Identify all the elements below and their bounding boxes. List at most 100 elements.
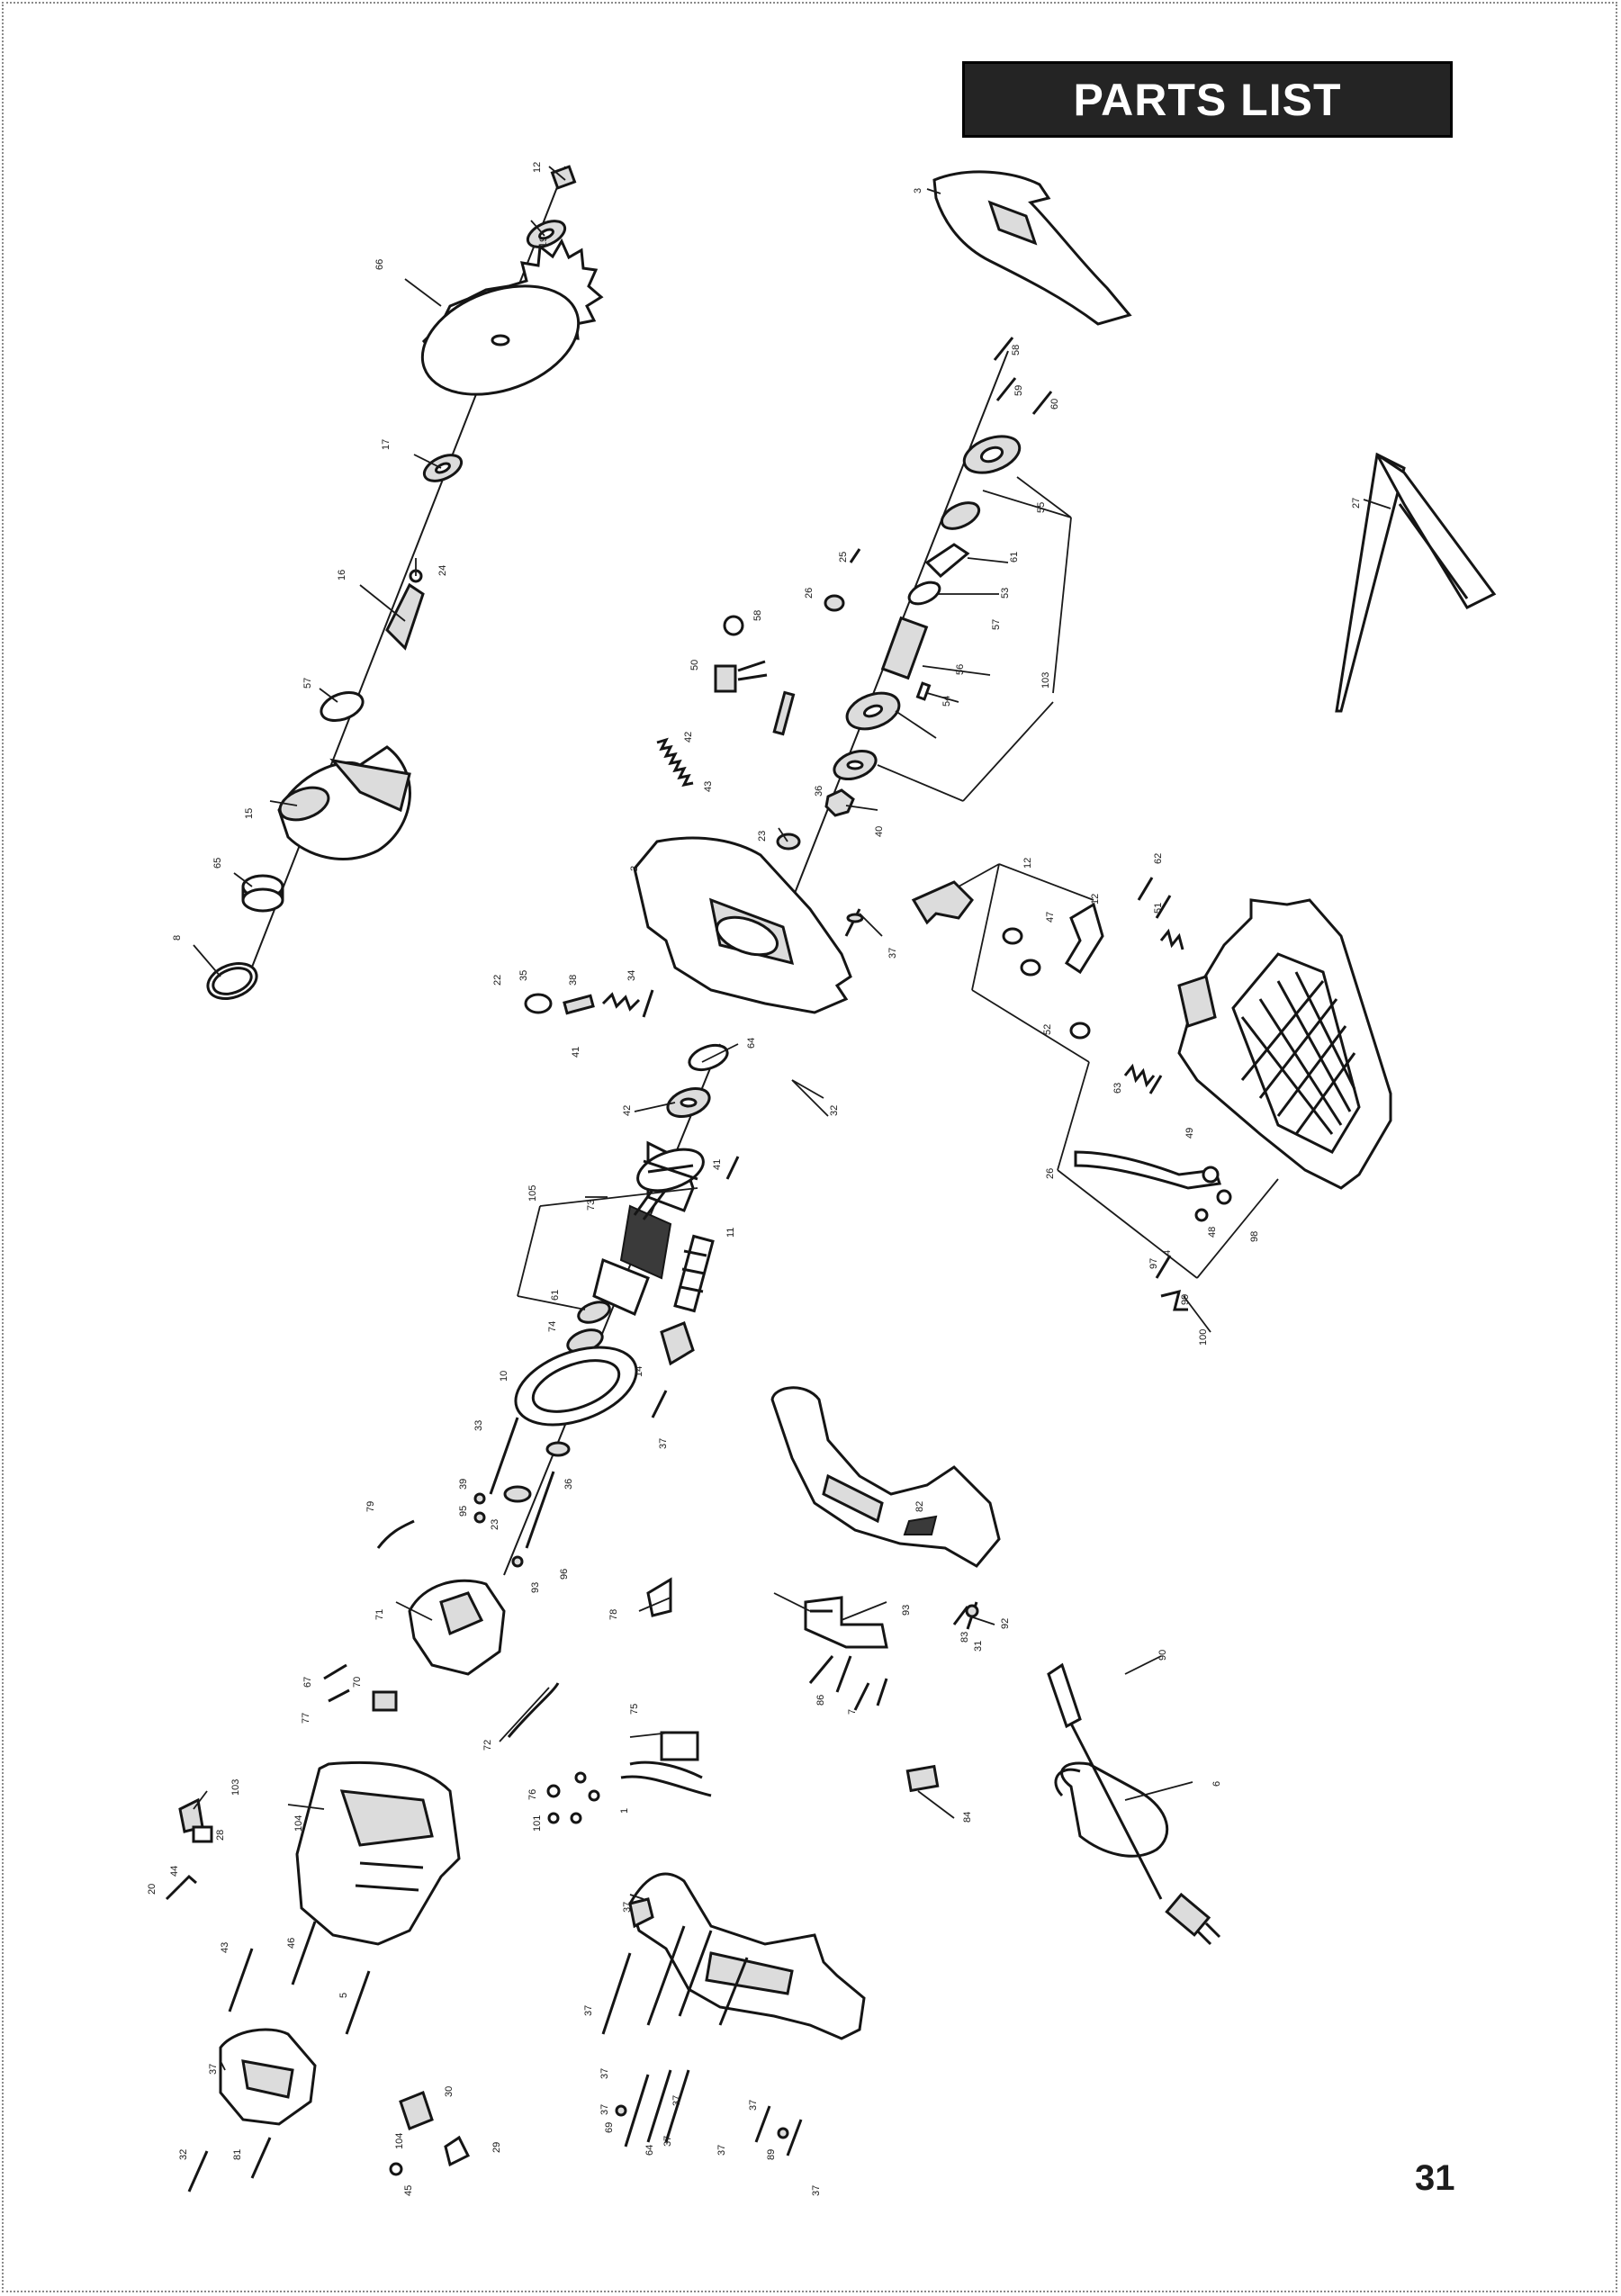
field-wire — [376, 1519, 415, 1549]
gear-housing — [633, 836, 852, 1014]
cord-clamp-96 — [646, 1577, 672, 1617]
callout-label: 48 — [1207, 1227, 1218, 1238]
callout-label: 99 — [1180, 1294, 1191, 1305]
switch-assembly — [620, 1731, 712, 1797]
housing-screw-25 — [824, 548, 861, 612]
terminal-parts — [546, 1771, 600, 1824]
field-washers — [473, 1492, 524, 1568]
callout-label: 5 — [338, 1993, 349, 1998]
callout-label: 15 — [244, 808, 255, 819]
power-cord — [1047, 1662, 1221, 1946]
callout-label: 64 — [746, 1038, 757, 1049]
callout-label: 78 — [608, 1609, 619, 1620]
callout-label: 37 — [583, 2005, 594, 2016]
callout-label: 26 — [1045, 1168, 1056, 1179]
top-screws — [993, 337, 1053, 415]
callout-label: 32 — [829, 1105, 840, 1116]
callout-label: 54 — [941, 696, 952, 707]
callout-label: 101 — [532, 1815, 543, 1832]
title-banner: PARTS LIST — [962, 61, 1453, 138]
carbon-brushes — [323, 1663, 398, 1712]
callout-label: 26 — [804, 588, 815, 599]
callout-label: 72 — [482, 1740, 493, 1751]
callout-label: 37 — [811, 2185, 822, 2196]
shoe-base — [628, 1872, 866, 2040]
bevel-bracket — [1002, 902, 1104, 1040]
callout-label: 58 — [1011, 345, 1022, 356]
handle-screws — [952, 1601, 979, 1630]
bevel-springs — [1123, 1063, 1163, 1094]
callout-label: 37 — [748, 2100, 759, 2111]
lower-guard — [277, 745, 411, 860]
callout-label: 37 — [716, 2145, 727, 2156]
callout-label: 12 — [1022, 858, 1033, 869]
base-screws — [601, 1925, 803, 2156]
main-handle — [770, 1386, 1001, 1568]
callout-label: 41 — [571, 1047, 581, 1058]
callout-label: 93 — [530, 1582, 541, 1593]
guard-spring — [206, 962, 258, 1000]
callout-label: 51 — [1153, 903, 1164, 914]
upper-blade-guard — [932, 170, 1132, 326]
gear-housing-bushing — [776, 833, 801, 851]
callout-label: 45 — [403, 2185, 414, 2196]
callout-label: 40 — [874, 826, 885, 837]
callout-label: 61 — [1009, 552, 1020, 563]
armature-front-bearing — [688, 1043, 729, 1072]
callout-label: 25 — [838, 552, 849, 563]
blade-bolt — [550, 165, 577, 190]
gear-housing-screw — [844, 908, 864, 937]
callout-leaders — [193, 166, 1391, 2071]
callout-label: 31 — [973, 1641, 984, 1652]
lock-bolt-parts — [1155, 1255, 1188, 1311]
callout-label: 37 — [599, 2104, 610, 2115]
callout-label: 37 — [887, 948, 898, 959]
brush-holder-11 — [673, 1234, 715, 1313]
callout-label: 36 — [563, 1479, 574, 1490]
callout-label: 37 — [208, 2064, 219, 2075]
callout-label: 58 — [752, 610, 763, 621]
callout-label: 104 — [394, 2133, 405, 2149]
callout-label: 6 — [1211, 1781, 1222, 1787]
callout-label: 71 — [374, 1609, 385, 1620]
callout-label: 53 — [1000, 588, 1011, 599]
callout-label: 57 — [302, 678, 313, 689]
callout-label: 28 — [215, 1830, 226, 1841]
bevel-lever — [1074, 1150, 1221, 1190]
callout-label: 20 — [147, 1884, 158, 1895]
cord-protector-block — [905, 1764, 940, 1793]
callout-label: 77 — [301, 1713, 311, 1724]
callout-label: 50 — [689, 660, 700, 671]
callout-labels: 12 19 66 17 16 24 57 15 65 8 3 58 59 60 … — [147, 162, 1362, 2196]
callout-label: 65 — [212, 858, 223, 869]
callout-label: 42 — [622, 1105, 633, 1116]
spindle-bearing — [940, 501, 981, 530]
callout-label: 42 — [683, 732, 694, 743]
callout-label: 86 — [815, 1695, 826, 1706]
callout-label: 79 — [365, 1501, 376, 1512]
callout-label: 56 — [955, 664, 966, 675]
callout-label: 4 — [1162, 1250, 1173, 1256]
callout-label: 38 — [568, 975, 579, 986]
base-plate — [1177, 898, 1392, 1190]
callout-label: 12 — [532, 162, 543, 173]
callout-label: 75 — [629, 1704, 640, 1715]
callout-label: 37 — [599, 2068, 610, 2079]
callout-label: 76 — [527, 1789, 538, 1800]
callout-label: 52 — [1042, 1024, 1053, 1035]
callout-label: 57 — [991, 619, 1002, 630]
callout-label: 24 — [437, 565, 448, 576]
callout-label: 16 — [337, 570, 347, 581]
lock-spring — [656, 737, 694, 788]
spindle-nut — [824, 788, 855, 817]
callout-label: 39 — [458, 1479, 469, 1490]
callout-label: 63 — [1112, 1083, 1123, 1094]
callout-label: 43 — [220, 1942, 230, 1953]
spindle-gear — [845, 691, 901, 731]
callout-label: 93 — [901, 1605, 912, 1616]
callout-label: 36 — [814, 786, 824, 797]
trigger-switch — [804, 1596, 888, 1649]
callout-label: 103 — [230, 1779, 241, 1796]
callout-label: 37 — [662, 2136, 673, 2147]
